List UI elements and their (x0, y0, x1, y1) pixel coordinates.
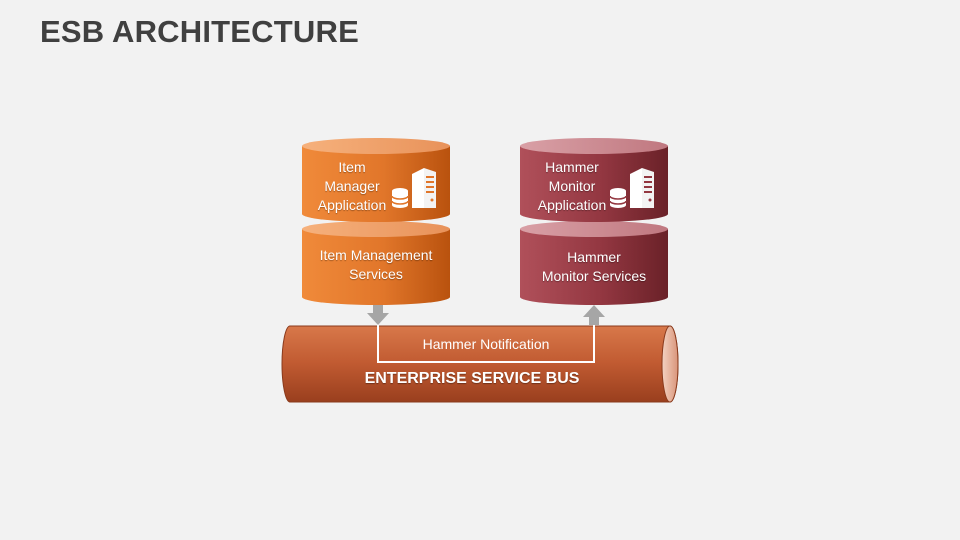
database-icon (609, 188, 627, 208)
item-management-services-label: Item Management Services (319, 247, 433, 282)
notification-connector (377, 322, 595, 363)
item-management-services-cylinder (302, 221, 450, 305)
arrow-down-icon (367, 305, 389, 325)
hammer-notification-label: Hammer Notification (422, 336, 550, 352)
service-bus-cylinder (281, 325, 679, 403)
hammer-monitor-application-label: Hammer Monitor Application (537, 159, 607, 213)
page-title: ESB ARCHITECTURE (40, 14, 359, 49)
arrow-up-icon (583, 305, 605, 325)
hammer-monitor-services-cylinder (520, 221, 668, 305)
database-icon (391, 188, 409, 208)
enterprise-service-bus-label: ENTERPRISE SERVICE BUS (364, 370, 580, 387)
server-icon (630, 168, 654, 208)
item-manager-application-label: Item Manager Application (317, 159, 387, 213)
hammer-monitor-services-label: Hammer Monitor Services (541, 249, 647, 284)
server-icon (412, 168, 436, 208)
